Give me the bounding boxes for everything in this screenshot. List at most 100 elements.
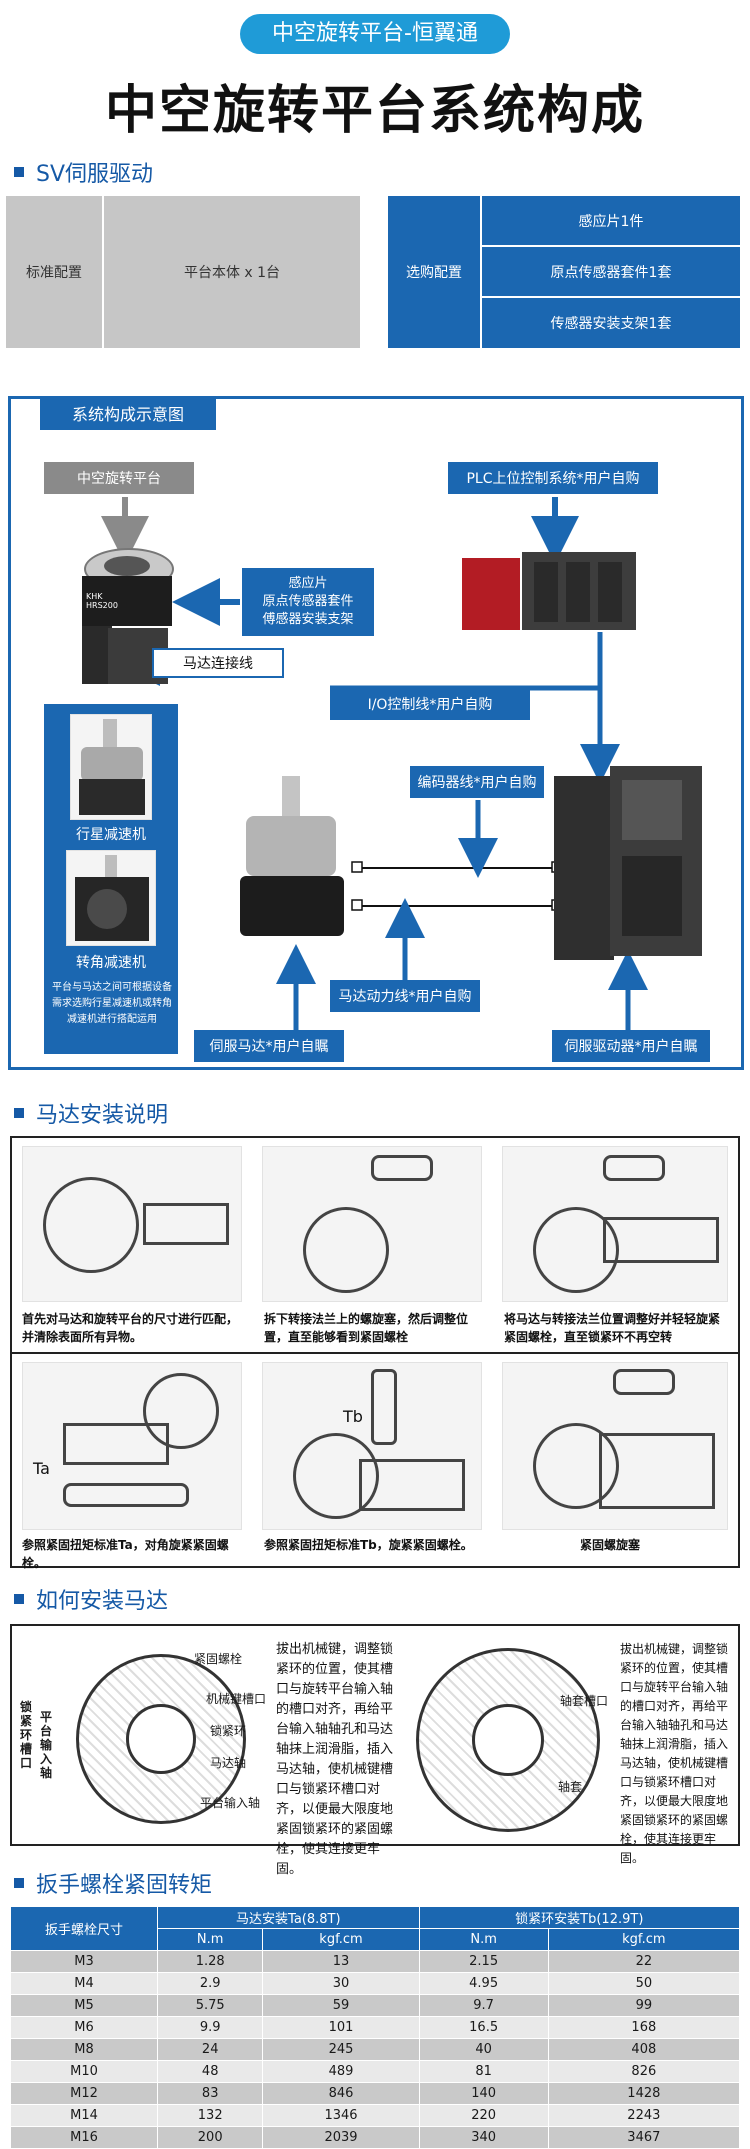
servo-motor-label: 伺服马达*用户自瞩 (194, 1030, 344, 1062)
table-cell: 2.9 (156, 1972, 264, 1995)
table-cell: 1428 (547, 2082, 741, 2105)
section-header-how-install: 如何安装马达 (10, 1584, 168, 1614)
table-cell: 2.15 (418, 1950, 549, 1973)
motor-cable-label: 马达连接线 (152, 648, 284, 678)
table-cell: 83 (156, 2082, 264, 2105)
plc-image (462, 552, 636, 632)
right-angle-reducer-label: 转角减速机 (76, 955, 146, 971)
table-cell: 24 (156, 2038, 264, 2061)
install-step-image (262, 1146, 482, 1302)
section-header-sv: SV伺服驱动 (10, 157, 153, 187)
page-title: 中空旋转平台系统构成 (104, 81, 645, 141)
hero-badge: 中空旋转平台-恒翼通 (240, 14, 510, 54)
table-cell: 50 (547, 1972, 741, 1995)
table-cell: 2039 (262, 2126, 420, 2149)
table-cell: 168 (547, 2016, 741, 2039)
table-cell: 30 (262, 1972, 420, 1995)
install-step-caption: 将马达与转接法兰位置调整好并轻轻旋紧紧固螺栓，直至锁紧环不再空转 (504, 1312, 721, 1344)
section-title: SV伺服驱动 (36, 162, 154, 187)
install-step-caption: 参照紧固扭矩标准Tb，旋紧紧固螺栓。 (264, 1538, 473, 1552)
table-cell: 200 (156, 2126, 264, 2149)
planetary-reducer-image (70, 714, 152, 820)
plc-label: PLC上位控制系统*用户自购 (448, 462, 658, 494)
table-header: N.m (418, 1928, 549, 1951)
table-cell: 3467 (547, 2126, 741, 2149)
table-cell: 48 (156, 2060, 264, 2083)
torque-table-wrapper: 扳手螺栓尺寸 马达安装Ta(8.8T) 锁紧环安装Tb(12.9T) N.m k… (10, 1906, 741, 2149)
install-step-caption: 首先对马达和旋转平台的尺寸进行匹配，并清除表面所有异物。 (22, 1312, 239, 1344)
table-cell: M6 (10, 2016, 158, 2039)
table-header: 锁紧环安装Tb(12.9T) (418, 1906, 741, 1929)
power-cable-label: 马达动力线*用户自购 (330, 980, 480, 1012)
table-header: kgf.cm (262, 1928, 420, 1951)
side-label: 平台输入轴 (40, 1710, 53, 1780)
servo-driver-image (554, 766, 702, 962)
table-cell: 408 (547, 2038, 741, 2061)
table-cell: 9.7 (418, 1994, 549, 2017)
table-cell: 2243 (547, 2104, 741, 2127)
encoder-cable-label: 编码器线*用户自购 (410, 766, 544, 798)
table-cell: M8 (10, 2038, 158, 2061)
table-cell: 220 (418, 2104, 549, 2127)
install-step-image (22, 1146, 242, 1302)
servo-driver-label: 伺服驱动器*用户自瞩 (552, 1030, 710, 1062)
install-explanation: 拔出机械键，调整锁紧环的位置，使其槽口与旋转平台输入轴的槽口对齐，再给平台输入轴… (620, 1642, 729, 1865)
install-step-caption: 拆下转接法兰上的螺旋塞，然后调整位置，直至能够看到紧固螺栓 (264, 1312, 469, 1344)
table-cell: 59 (262, 1994, 420, 2017)
install-step-image: Ta (22, 1362, 242, 1530)
table-cell: 5.75 (156, 1994, 264, 2017)
part-label: 马达轴 (210, 1756, 247, 1770)
table-cell: M5 (10, 1994, 158, 2017)
install-step-image (502, 1146, 728, 1302)
table-cell: 13 (262, 1950, 420, 1973)
install-steps-divider (12, 1352, 738, 1354)
optional-item: 传感器安装支架1套 (482, 298, 740, 348)
bullet-square-icon (14, 1878, 24, 1888)
table-cell: 16.5 (418, 2016, 549, 2039)
part-label: 平台输入轴 (200, 1796, 261, 1810)
install-step-caption: 参照紧固扭矩标准Ta，对角旋紧紧固螺栓。 (22, 1538, 229, 1570)
part-label: 机械键槽口 (206, 1692, 267, 1706)
table-header: kgf.cm (547, 1928, 741, 1951)
standard-config-label: 标准配置 (6, 196, 102, 348)
install-steps-frame (10, 1136, 740, 1568)
rotary-platform-image: KHK HRS200 (68, 548, 180, 686)
install-step-image: Tb (262, 1362, 482, 1530)
install-step-image (502, 1362, 728, 1530)
part-label: 轴套 (558, 1780, 583, 1794)
bullet-square-icon (14, 167, 24, 177)
bullet-square-icon (14, 1108, 24, 1118)
table-cell: 489 (262, 2060, 420, 2083)
section-header-motor-install: 马达安装说明 (10, 1098, 168, 1128)
table-cell: 846 (262, 2082, 420, 2105)
table-cell: 81 (418, 2060, 549, 2083)
right-angle-reducer-image (66, 850, 156, 946)
table-cell: 826 (547, 2060, 741, 2083)
io-cable-label: I/O控制线*用户自购 (330, 688, 530, 720)
table-cell: M3 (10, 1950, 158, 1973)
optional-item: 原点传感器套件1套 (482, 247, 740, 296)
table-cell: 132 (156, 2104, 264, 2127)
table-cell: 99 (547, 1994, 741, 2017)
table-cell: 1.28 (156, 1950, 264, 1973)
table-cell: 4.95 (418, 1972, 549, 1995)
bullet-square-icon (14, 1594, 24, 1604)
table-cell: 22 (547, 1950, 741, 1973)
system-diagram-frame (8, 396, 744, 1070)
optional-item: 感应片1件 (482, 196, 740, 245)
table-cell: M16 (10, 2126, 158, 2149)
part-label: 锁紧环 (210, 1724, 247, 1738)
coupling-drawing-left (14, 1634, 270, 1834)
product-mark: KHK HRS200 (86, 592, 118, 610)
table-cell: 101 (262, 2016, 420, 2039)
servo-motor-image (236, 776, 348, 940)
side-label: 锁紧环槽口 (20, 1700, 33, 1770)
part-label: 紧固螺栓 (194, 1652, 243, 1666)
table-cell: 1346 (262, 2104, 420, 2127)
